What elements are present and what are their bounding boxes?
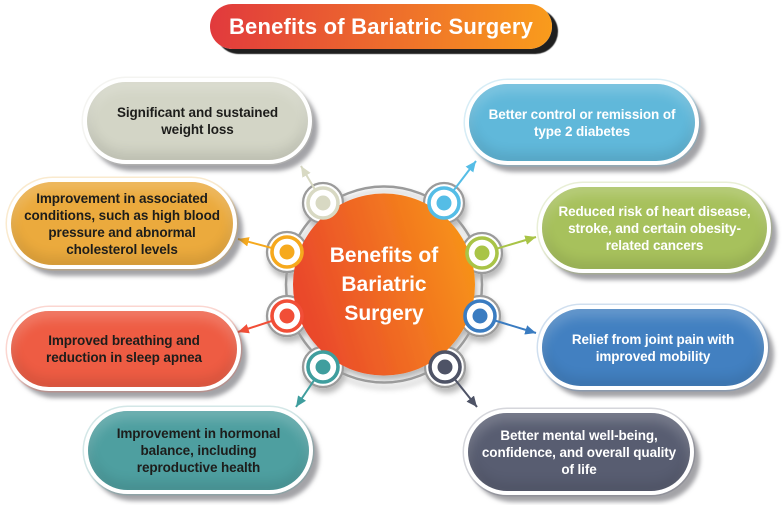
- connector-dot-type-2-diabetes: [436, 195, 452, 211]
- arrow-type-2-diabetes: [443, 160, 477, 204]
- benefit-box-joint-pain: Relief from joint pain with improved mob…: [538, 305, 768, 390]
- benefit-box-mental-well-being: Better mental well-being, confidence, an…: [464, 409, 694, 495]
- connector-dot-sleep-apnea: [279, 308, 295, 324]
- connector-ring-sleep-apnea: [270, 299, 304, 333]
- center-circle-label: Benefits of Bariatric Surgery: [329, 244, 439, 325]
- benefit-box-type-2-diabetes: Better control or remission of type 2 di…: [465, 80, 699, 165]
- connector-socket-joint-pain: [458, 294, 502, 338]
- benefit-label-heart-disease-cancer: Reduced risk of heart disease, stroke, a…: [558, 203, 751, 253]
- arrow-mental-well-being: [444, 366, 478, 408]
- connector-dot-associated-conditions: [279, 244, 295, 260]
- connector-socket-weight-loss: [301, 181, 345, 225]
- connector-dot-joint-pain: [472, 308, 488, 324]
- benefit-label-sleep-apnea: Improved breathing and reduction in slee…: [46, 333, 202, 365]
- benefit-box-weight-loss: Significant and sustained weight loss: [83, 78, 312, 164]
- arrow-heart-disease-cancer: [481, 235, 537, 254]
- connector-ring-type-2-diabetes: [427, 186, 461, 220]
- benefit-label-type-2-diabetes: Better control or remission of type 2 di…: [488, 106, 676, 139]
- benefit-box-associated-conditions: Improvement in associated conditions, su…: [7, 178, 237, 269]
- connector-ring-mental-well-being: [428, 350, 462, 384]
- connector-socket-hormonal-balance: [301, 345, 345, 389]
- benefit-box-heart-disease-cancer: Reduced risk of heart disease, stroke, a…: [538, 183, 771, 273]
- connector-dot-mental-well-being: [437, 359, 453, 375]
- connector-socket-type-2-diabetes: [422, 181, 466, 225]
- connector-socket-mental-well-being: [423, 345, 467, 389]
- arrow-hormonal-balance: [295, 366, 324, 408]
- benefit-label-associated-conditions: Improvement in associated conditions, su…: [24, 190, 220, 257]
- connector-dot-hormonal-balance: [315, 359, 331, 375]
- benefit-box-sleep-apnea: Improved breathing and reduction in slee…: [7, 307, 241, 391]
- connector-ring-weight-loss: [306, 186, 340, 220]
- arrow-associated-conditions: [237, 237, 288, 253]
- connector-ring-hormonal-balance: [306, 350, 340, 384]
- benefit-label-mental-well-being: Better mental well-being, confidence, an…: [481, 427, 677, 477]
- connector-socket-heart-disease-cancer: [460, 231, 504, 275]
- benefit-box-hormonal-balance: Improvement in hormonal balance, includi…: [84, 407, 313, 494]
- arrow-weight-loss: [300, 165, 324, 204]
- connector-socket-associated-conditions: [265, 230, 309, 274]
- connector-ring-associated-conditions: [270, 235, 304, 269]
- arrow-sleep-apnea: [237, 315, 288, 334]
- connector-dot-heart-disease-cancer: [474, 245, 490, 261]
- benefit-label-hormonal-balance: Improvement in hormonal balance, includi…: [116, 426, 281, 475]
- connector-ring-joint-pain: [463, 299, 497, 333]
- connector-dot-weight-loss: [315, 195, 331, 211]
- title-text: Benefits of Bariatric Surgery: [228, 13, 534, 39]
- title-banner: Benefits of Bariatric Surgery: [210, 4, 552, 49]
- benefit-label-joint-pain: Relief from joint pain with improved mob…: [571, 331, 735, 364]
- benefit-label-weight-loss: Significant and sustained weight loss: [116, 105, 279, 137]
- connector-socket-sleep-apnea: [265, 294, 309, 338]
- connector-ring-heart-disease-cancer: [465, 236, 499, 270]
- arrow-joint-pain: [479, 315, 537, 335]
